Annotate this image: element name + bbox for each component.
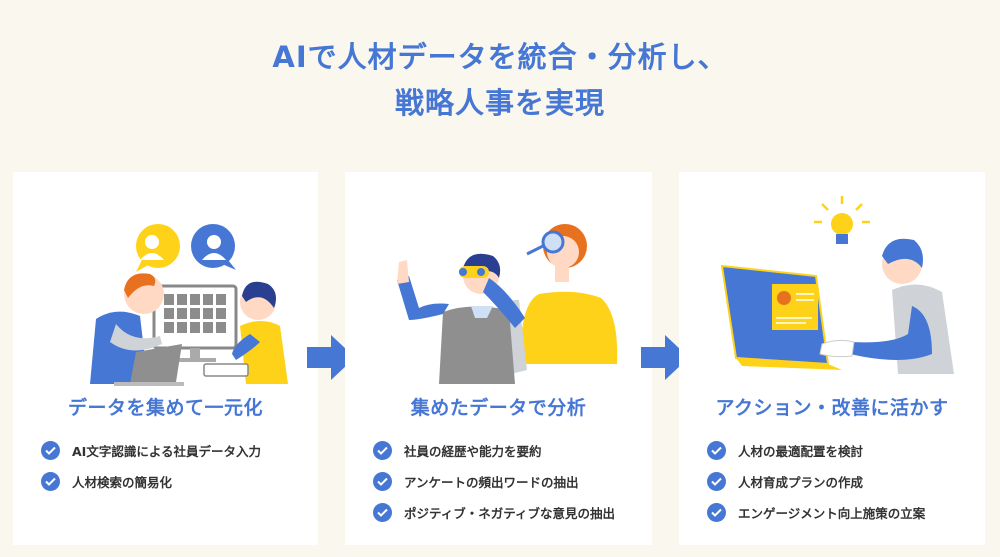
step-card-action: アクション・改善に活かす 人材の最適配置を検討 人材育成プランの作成 エンゲージ… <box>679 172 985 545</box>
check-circle-icon <box>707 441 726 460</box>
check-circle-icon <box>373 441 392 460</box>
step-title: アクション・改善に活かす <box>715 397 949 419</box>
feature-item: 人材育成プランの作成 <box>707 466 925 497</box>
binoculars-magnifier-illustration <box>396 224 617 384</box>
headline-line-1: AIで人材データを統合・分析し、 <box>272 40 728 74</box>
feature-text: エンゲージメント向上施策の立案 <box>738 506 926 521</box>
check-circle-icon <box>41 472 60 491</box>
feature-item: ポジティブ・ネガティブな意見の抽出 <box>373 497 615 528</box>
laptop-lightbulb-illustration <box>720 196 954 374</box>
feature-list: 社員の経歴や能力を要約 アンケートの頻出ワードの抽出 ポジティブ・ネガティブな意… <box>373 435 615 528</box>
feature-text: 人材育成プランの作成 <box>738 475 864 490</box>
headline-line-2: 戦略人事を実現 <box>394 86 605 120</box>
feature-text: 人材の最適配置を検討 <box>738 444 864 459</box>
feature-item: アンケートの頻出ワードの抽出 <box>373 466 615 497</box>
check-circle-icon <box>373 503 392 522</box>
feature-list: AI文字認識による社員データ入力 人材検索の簡易化 <box>41 435 261 497</box>
feature-text: ポジティブ・ネガティブな意見の抽出 <box>404 506 616 521</box>
feature-item: 社員の経歴や能力を要約 <box>373 435 615 466</box>
people-monitor-illustration <box>89 224 288 386</box>
feature-text: AI文字認識による社員データ入力 <box>72 444 261 459</box>
illustration-analyze-data <box>345 194 652 394</box>
feature-list: 人材の最適配置を検討 人材育成プランの作成 エンゲージメント向上施策の立案 <box>707 435 925 528</box>
feature-item: 人材検索の簡易化 <box>41 466 261 497</box>
step-card-analyze: 集めたデータで分析 社員の経歴や能力を要約 アンケートの頻出ワードの抽出 ポジテ… <box>345 172 652 545</box>
step-title: データを集めて一元化 <box>67 397 263 419</box>
feature-item: AI文字認識による社員データ入力 <box>41 435 261 466</box>
illustration-take-action <box>679 194 985 394</box>
feature-text: 社員の経歴や能力を要約 <box>404 444 542 459</box>
illustration-collect-data <box>13 194 318 394</box>
feature-item: 人材の最適配置を検討 <box>707 435 925 466</box>
check-circle-icon <box>373 472 392 491</box>
arrow-right-icon <box>641 335 689 380</box>
feature-text: 人材検索の簡易化 <box>72 475 173 490</box>
step-card-collect: データを集めて一元化 AI文字認識による社員データ入力 人材検索の簡易化 <box>13 172 318 545</box>
feature-text: アンケートの頻出ワードの抽出 <box>404 475 579 490</box>
step-title: 集めたデータで分析 <box>410 397 587 419</box>
check-circle-icon <box>707 503 726 522</box>
arrow-right-icon <box>307 335 355 380</box>
headline: AIで人材データを統合・分析し、 戦略人事を実現 <box>0 34 1000 126</box>
check-circle-icon <box>707 472 726 491</box>
feature-item: エンゲージメント向上施策の立案 <box>707 497 925 528</box>
check-circle-icon <box>41 441 60 460</box>
